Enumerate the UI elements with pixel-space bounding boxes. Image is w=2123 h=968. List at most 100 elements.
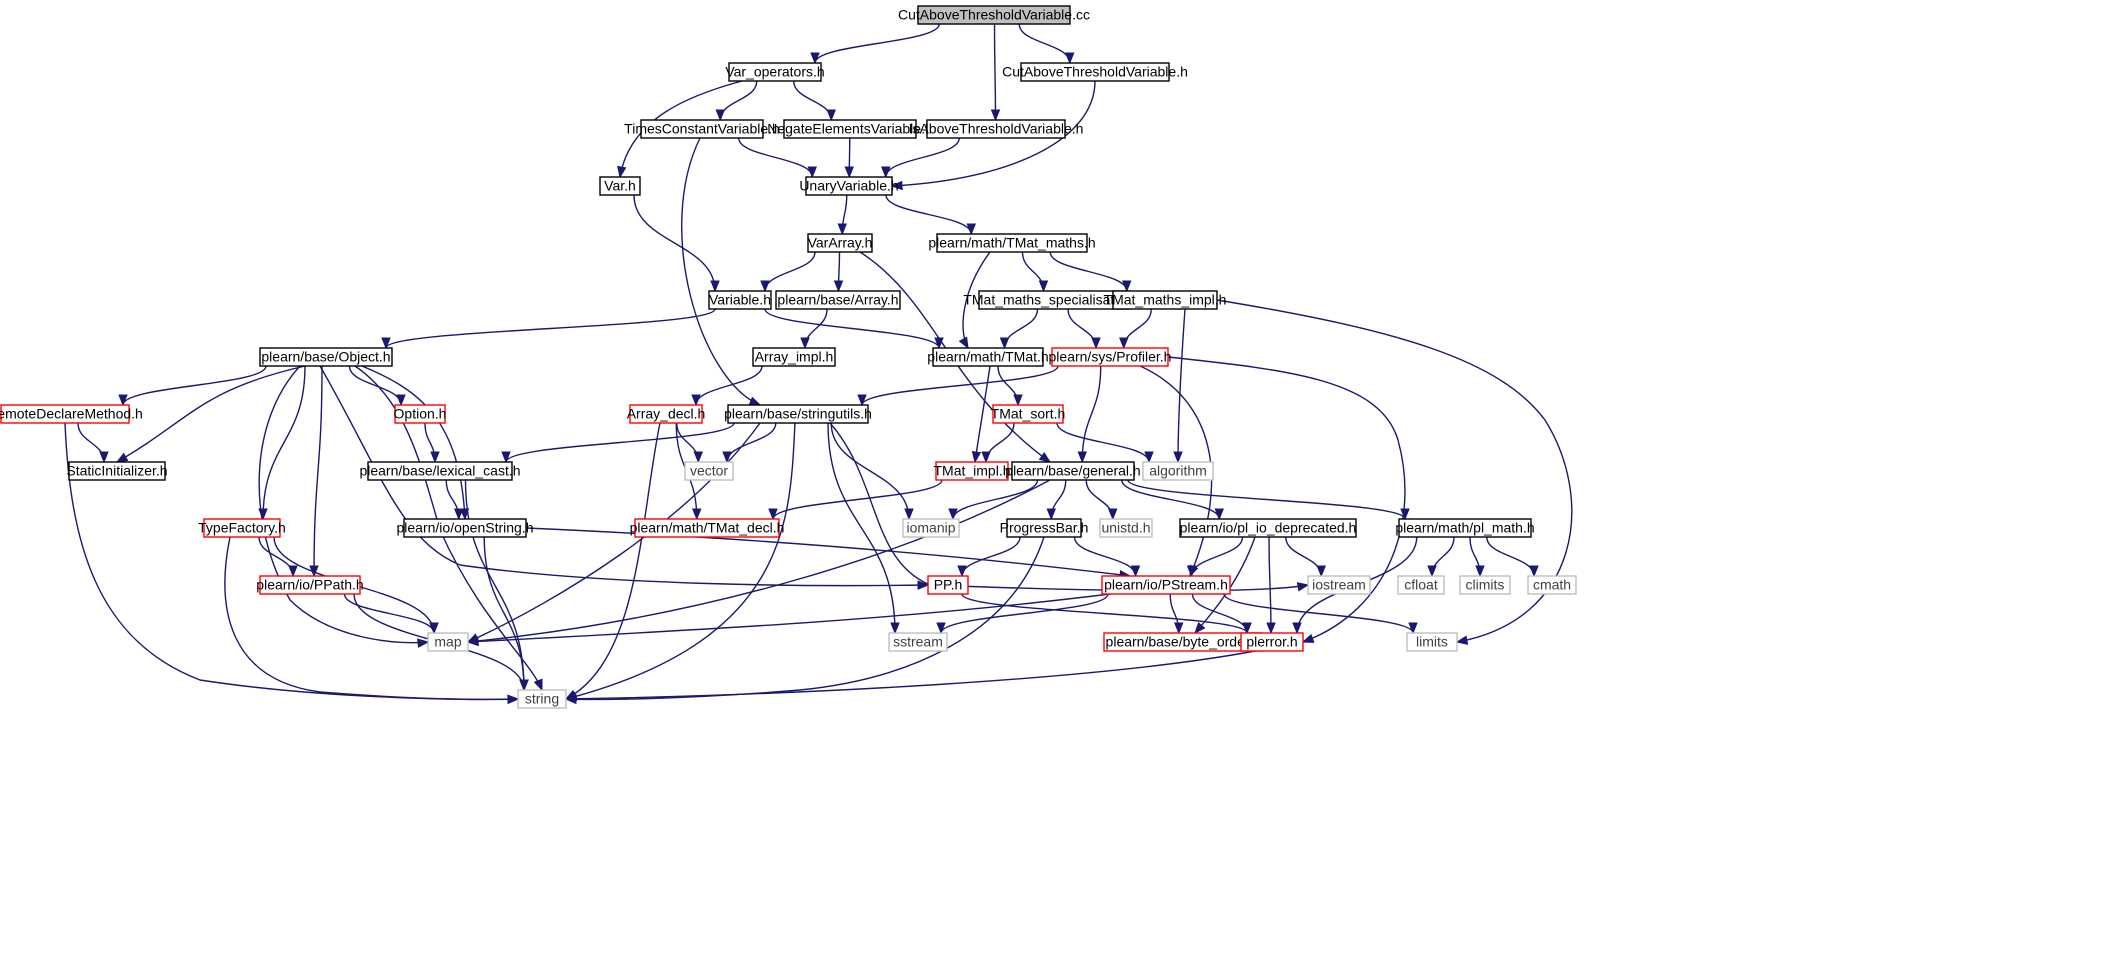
edge-arrowhead: [837, 223, 847, 236]
node-tmat-decl[interactable]: plearn/math/TMat_decl.h: [630, 518, 785, 538]
node-array-impl[interactable]: Array_impl.h: [752, 347, 836, 367]
node-isabove[interactable]: IsAboveThresholdVariable.h: [909, 119, 1084, 139]
node-box: [629, 404, 703, 424]
edge-pl_math-to-cfloat: [1427, 536, 1455, 578]
node-var-h[interactable]: Var.h: [599, 176, 641, 196]
node-label: plearn/base/Array.h: [777, 292, 898, 308]
edge-arrowhead: [807, 166, 817, 179]
node-variable[interactable]: Variable.h: [708, 290, 772, 310]
edge-line: [861, 365, 1059, 406]
node-box: [1051, 347, 1169, 367]
node-label: plearn/math/TMat.h: [927, 349, 1048, 365]
edge-line: [764, 308, 940, 349]
node-static-init[interactable]: StaticInitializer.h: [66, 461, 168, 481]
edge-line: [1123, 308, 1152, 349]
edge-line: [961, 593, 1248, 634]
edge-arrowhead: [396, 394, 406, 407]
node-box: [932, 347, 1044, 367]
node-label: iomanip: [906, 520, 955, 536]
edge-line: [361, 365, 466, 520]
node-stringutils[interactable]: plearn/base/stringutils.h: [724, 404, 872, 424]
node-var-ops[interactable]: Var_operators.h: [725, 62, 825, 82]
edge-arrowhead: [288, 565, 298, 578]
node-tmat-impl-m[interactable]: TMat_maths_impl.h: [1104, 290, 1227, 310]
edge-pl_io_dep-to-pstream: [1186, 536, 1244, 578]
node-option[interactable]: Option.h: [394, 404, 447, 424]
edge-arrowhead: [971, 450, 982, 464]
node-tmat-h[interactable]: plearn/math/TMat.h: [927, 347, 1049, 367]
edge-cut_h-to-unary: [890, 80, 1096, 191]
edge-arrowhead: [966, 223, 976, 236]
node-box: [634, 518, 780, 538]
node-plerror[interactable]: plerror.h: [1240, 632, 1304, 652]
node-openstring[interactable]: plearn/io/openString.h: [397, 518, 534, 538]
edge-general-to-unistd: [1085, 479, 1118, 521]
node-profiler[interactable]: plearn/sys/Profiler.h: [1049, 347, 1172, 367]
node-cmath: cmath: [1527, 575, 1577, 595]
edge-line: [1056, 422, 1150, 463]
node-box: [1459, 575, 1511, 595]
edge-base_array-to-array_impl: [800, 308, 828, 350]
edge-arrowhead: [981, 451, 991, 464]
edge-var_ops-to-var_h: [617, 80, 743, 179]
edge-arrowhead: [833, 280, 844, 293]
node-box: [203, 518, 281, 538]
node-vararray[interactable]: VarArray.h: [807, 233, 873, 253]
edge-arrowhead: [1408, 622, 1418, 635]
edge-typefactory-to-string: [224, 536, 520, 705]
node-tmat-impl[interactable]: TMat_impl.h: [933, 461, 1011, 481]
node-general[interactable]: plearn/base/general.h: [1005, 461, 1141, 481]
edge-pstream-to-byte_order: [1169, 593, 1184, 635]
edge-line: [764, 251, 816, 292]
edge-stringutils-to-lexical: [501, 422, 735, 464]
edge-arrowhead: [1296, 582, 1310, 592]
edge-profiler-to-general: [1077, 365, 1102, 464]
edge-lexical-to-string: [464, 479, 529, 692]
node-unary[interactable]: UnaryVariable.h: [799, 176, 899, 196]
node-label: plearn/io/openString.h: [397, 520, 534, 536]
node-pl-io-dep[interactable]: plearn/io/pl_io_deprecated.h: [1179, 518, 1357, 538]
node-cut-h[interactable]: CutAboveThresholdVariable.h: [1002, 62, 1188, 82]
edge-line: [772, 479, 943, 520]
node-base-array[interactable]: plearn/base/Array.h: [775, 290, 901, 310]
edge-arrowhead: [429, 622, 439, 635]
edge-arrowhead: [1130, 565, 1141, 578]
node-negate[interactable]: NegateElementsVariable.h: [767, 119, 933, 139]
node-box: [1397, 575, 1445, 595]
edge-object-to-ppath: [309, 365, 323, 578]
edge-arrowhead: [990, 109, 1001, 122]
node-typefactory[interactable]: TypeFactory.h: [198, 518, 286, 538]
node-remote[interactable]: RemoteDeclareMethod.h: [0, 404, 143, 424]
node-array-decl[interactable]: Array_decl.h: [627, 404, 706, 424]
node-object[interactable]: plearn/base/Object.h: [259, 347, 393, 367]
node-pstream[interactable]: plearn/io/PStream.h: [1101, 575, 1231, 595]
node-pp-h[interactable]: PP.h: [927, 575, 969, 595]
node-label: plearn/io/pl_io_deprecated.h: [1180, 520, 1357, 536]
node-label: StaticInitializer.h: [66, 463, 167, 479]
edge-arrowhead: [948, 508, 958, 521]
edge-arrowhead: [722, 451, 732, 464]
edge-arrowhead: [890, 622, 900, 635]
node-tmat-sort[interactable]: TMat_sort.h: [991, 404, 1066, 424]
node-label: plearn/base/Object.h: [261, 349, 390, 365]
edge-line: [1431, 536, 1455, 577]
edge-line: [77, 422, 105, 463]
node-tmat-maths[interactable]: plearn/math/TMat_maths.h: [928, 233, 1096, 253]
node-lexical[interactable]: plearn/base/lexical_cast.h: [359, 461, 521, 481]
node-pl-math[interactable]: plearn/math/pl_math.h: [1395, 518, 1535, 538]
edge-array_decl-to-string: [564, 422, 661, 700]
edge-arrowhead: [381, 337, 391, 350]
node-ppath[interactable]: plearn/io/PPath.h: [256, 575, 364, 595]
node-label: plearn/base/general.h: [1005, 463, 1140, 479]
node-times[interactable]: TimesConstantVariable.h: [624, 119, 780, 139]
node-label: TimesConstantVariable.h: [624, 121, 780, 137]
edge-line: [385, 308, 716, 349]
edge-object-to-openstring: [361, 365, 470, 521]
node-root[interactable]: CutAboveThresholdVariable.cc: [898, 5, 1090, 25]
edge-arrowhead: [1174, 622, 1184, 635]
edge-pstream-to-map: [466, 593, 1111, 647]
node-progressbar[interactable]: ProgressBar.h: [1000, 518, 1089, 538]
node-byte-order[interactable]: plearn/base/byte_order.h: [1103, 632, 1263, 652]
edge-line: [1167, 356, 1406, 643]
edge-line: [464, 479, 525, 691]
